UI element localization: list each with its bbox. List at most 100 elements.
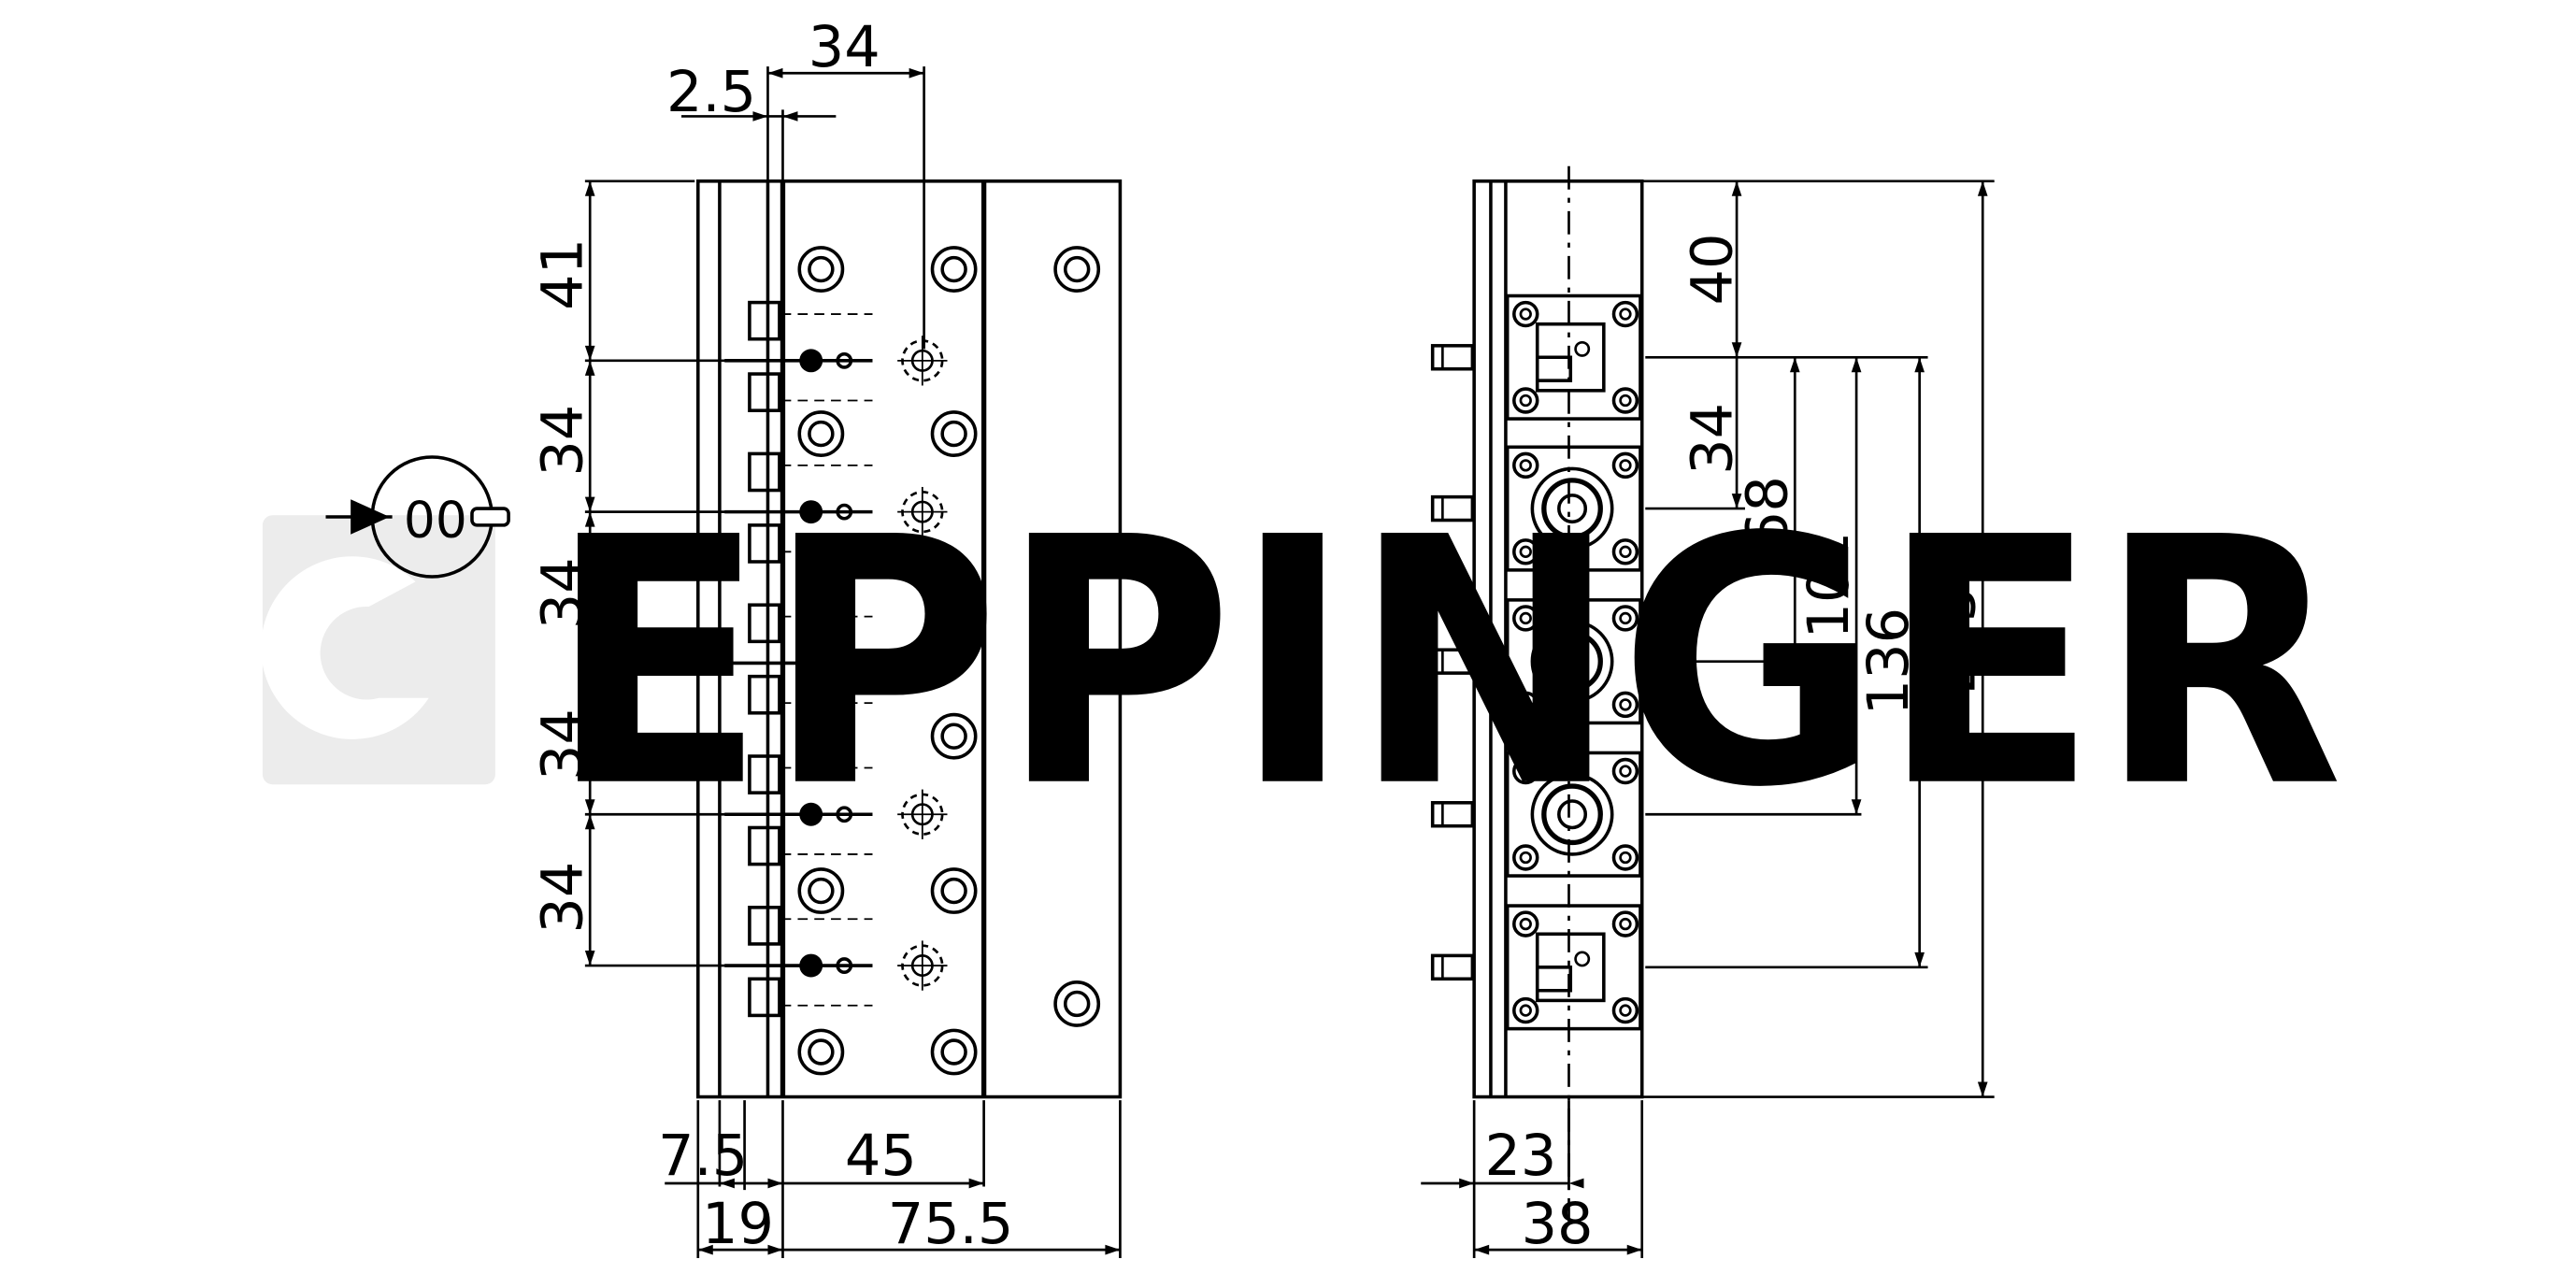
dim-arrow xyxy=(782,111,798,122)
flange-screw-inner xyxy=(1619,698,1632,711)
mounting-hole-inner xyxy=(808,877,835,905)
dim-arrow xyxy=(968,1178,984,1189)
dim-bottom-left: 7.5 xyxy=(658,1123,748,1189)
flange-screw-inner xyxy=(1519,394,1532,408)
coupling-ring-outer xyxy=(1530,772,1614,856)
dim-pitch-4: 34 xyxy=(530,862,595,934)
dim-side-top-height: 40 xyxy=(1681,234,1746,306)
flange-screw-outer xyxy=(1512,996,1539,1024)
plug-cap-detail xyxy=(1537,966,1573,993)
port-dot-small xyxy=(836,806,853,823)
flange-screw-inner xyxy=(1619,459,1632,472)
dim-pitch-3: 34 xyxy=(530,708,595,780)
guide-pin xyxy=(1430,344,1475,371)
dim-side-width-23: 23 xyxy=(1484,1123,1556,1189)
flange-screw-outer xyxy=(1611,996,1639,1024)
mounting-hole-outer xyxy=(930,246,978,293)
coupling-ring-outer xyxy=(1530,620,1614,704)
flange-screw-outer xyxy=(1512,844,1539,871)
dimension-lines xyxy=(584,66,1995,1258)
dim-arrow xyxy=(1789,357,1800,373)
flange-screw-inner xyxy=(1519,545,1532,558)
flange-screw-inner xyxy=(1519,917,1532,931)
mounting-hole-inner xyxy=(940,723,967,750)
dim-pitch-1: 34 xyxy=(530,405,595,477)
port-block-upper xyxy=(748,754,781,794)
mounting-hole-outer xyxy=(797,867,845,914)
flange-screw-outer xyxy=(1512,691,1539,719)
dim-bottom-mid: 45 xyxy=(845,1123,917,1189)
guide-pin xyxy=(1430,953,1475,981)
flange-screw-inner xyxy=(1619,394,1632,408)
flange-screw-outer xyxy=(1611,844,1639,871)
port-block-lower xyxy=(748,523,781,564)
dim-arrow xyxy=(584,799,595,815)
mounting-hole-inner xyxy=(808,723,835,750)
dim-arrow xyxy=(1568,1178,1584,1189)
coupling-flange xyxy=(1505,293,1642,421)
flange-screw-outer xyxy=(1611,451,1639,479)
flange-screw-inner xyxy=(1519,851,1532,865)
port-block-upper xyxy=(748,603,781,644)
port-block-upper xyxy=(748,451,781,493)
guide-pin xyxy=(1430,494,1475,522)
mounting-hole-inner xyxy=(808,571,835,599)
dim-arrow xyxy=(1459,1178,1475,1189)
coupling-ring-mid xyxy=(1541,478,1603,539)
port-block-lower xyxy=(748,977,781,1018)
mounting-hole-inner xyxy=(940,571,967,599)
flange-screw-outer xyxy=(1512,451,1539,479)
front-body-outline xyxy=(696,179,1123,1099)
mounting-hole-outer xyxy=(797,410,845,457)
flange-screw-outer xyxy=(1611,387,1639,414)
flange-screw-outer xyxy=(1512,910,1539,937)
side-view xyxy=(1430,165,1644,1230)
flange-screw-outer xyxy=(1611,300,1639,328)
dim-side-width-38: 38 xyxy=(1522,1192,1594,1257)
dim-arrow xyxy=(584,814,595,830)
side-couplings xyxy=(1430,293,1642,1031)
dim-side-68: 68 xyxy=(1735,476,1800,548)
flange-screw-outer xyxy=(1512,538,1539,565)
flange-screw-inner xyxy=(1519,765,1532,778)
plug-cap-dot xyxy=(1574,340,1591,357)
coupling-ring-inner xyxy=(1557,799,1588,830)
dim-bottom-19: 19 xyxy=(702,1192,774,1257)
flange-screw-inner xyxy=(1519,308,1532,321)
flange-screw-outer xyxy=(1611,691,1639,719)
mounting-hole-inner xyxy=(808,255,835,283)
hydraulic-coupling-symbol xyxy=(325,455,510,579)
mounting-hole-inner xyxy=(1063,255,1091,283)
dim-arrow xyxy=(697,1244,713,1255)
coupling-flange xyxy=(1505,751,1642,878)
flange-screw-inner xyxy=(1619,1004,1632,1017)
dim-arrow xyxy=(1851,799,1862,815)
dim-arrow xyxy=(767,1244,783,1255)
mounting-hole-outer xyxy=(797,712,845,760)
flange-screw-inner xyxy=(1619,917,1632,931)
dim-first-height: 41 xyxy=(530,238,595,310)
flange-screw-outer xyxy=(1512,605,1539,632)
port-dot-small xyxy=(836,957,853,974)
flange-screw-inner xyxy=(1519,1004,1532,1017)
coupling-ring-outer xyxy=(1530,466,1614,551)
flange-screw-inner xyxy=(1519,611,1532,625)
dim-arrow xyxy=(584,648,595,664)
dim-arrow xyxy=(1914,357,1925,373)
coupling-ring-inner xyxy=(1557,646,1588,677)
watermark-logo-mark xyxy=(261,556,429,739)
dim-arrow xyxy=(752,111,768,122)
dim-arrow xyxy=(909,67,924,79)
coupling-flange xyxy=(1505,445,1642,572)
port-block-lower xyxy=(748,825,781,866)
mounting-hole-outer xyxy=(797,1028,845,1076)
dim-arrow xyxy=(1731,342,1742,358)
dim-side-102: 102 xyxy=(1796,531,1862,638)
mounting-hole-inner xyxy=(808,420,835,448)
port-dot-large xyxy=(799,651,823,675)
port-dot-small xyxy=(836,503,853,521)
flange-screw-outer xyxy=(1611,605,1639,632)
dim-arrow xyxy=(584,180,595,196)
port-block-lower xyxy=(748,372,781,412)
